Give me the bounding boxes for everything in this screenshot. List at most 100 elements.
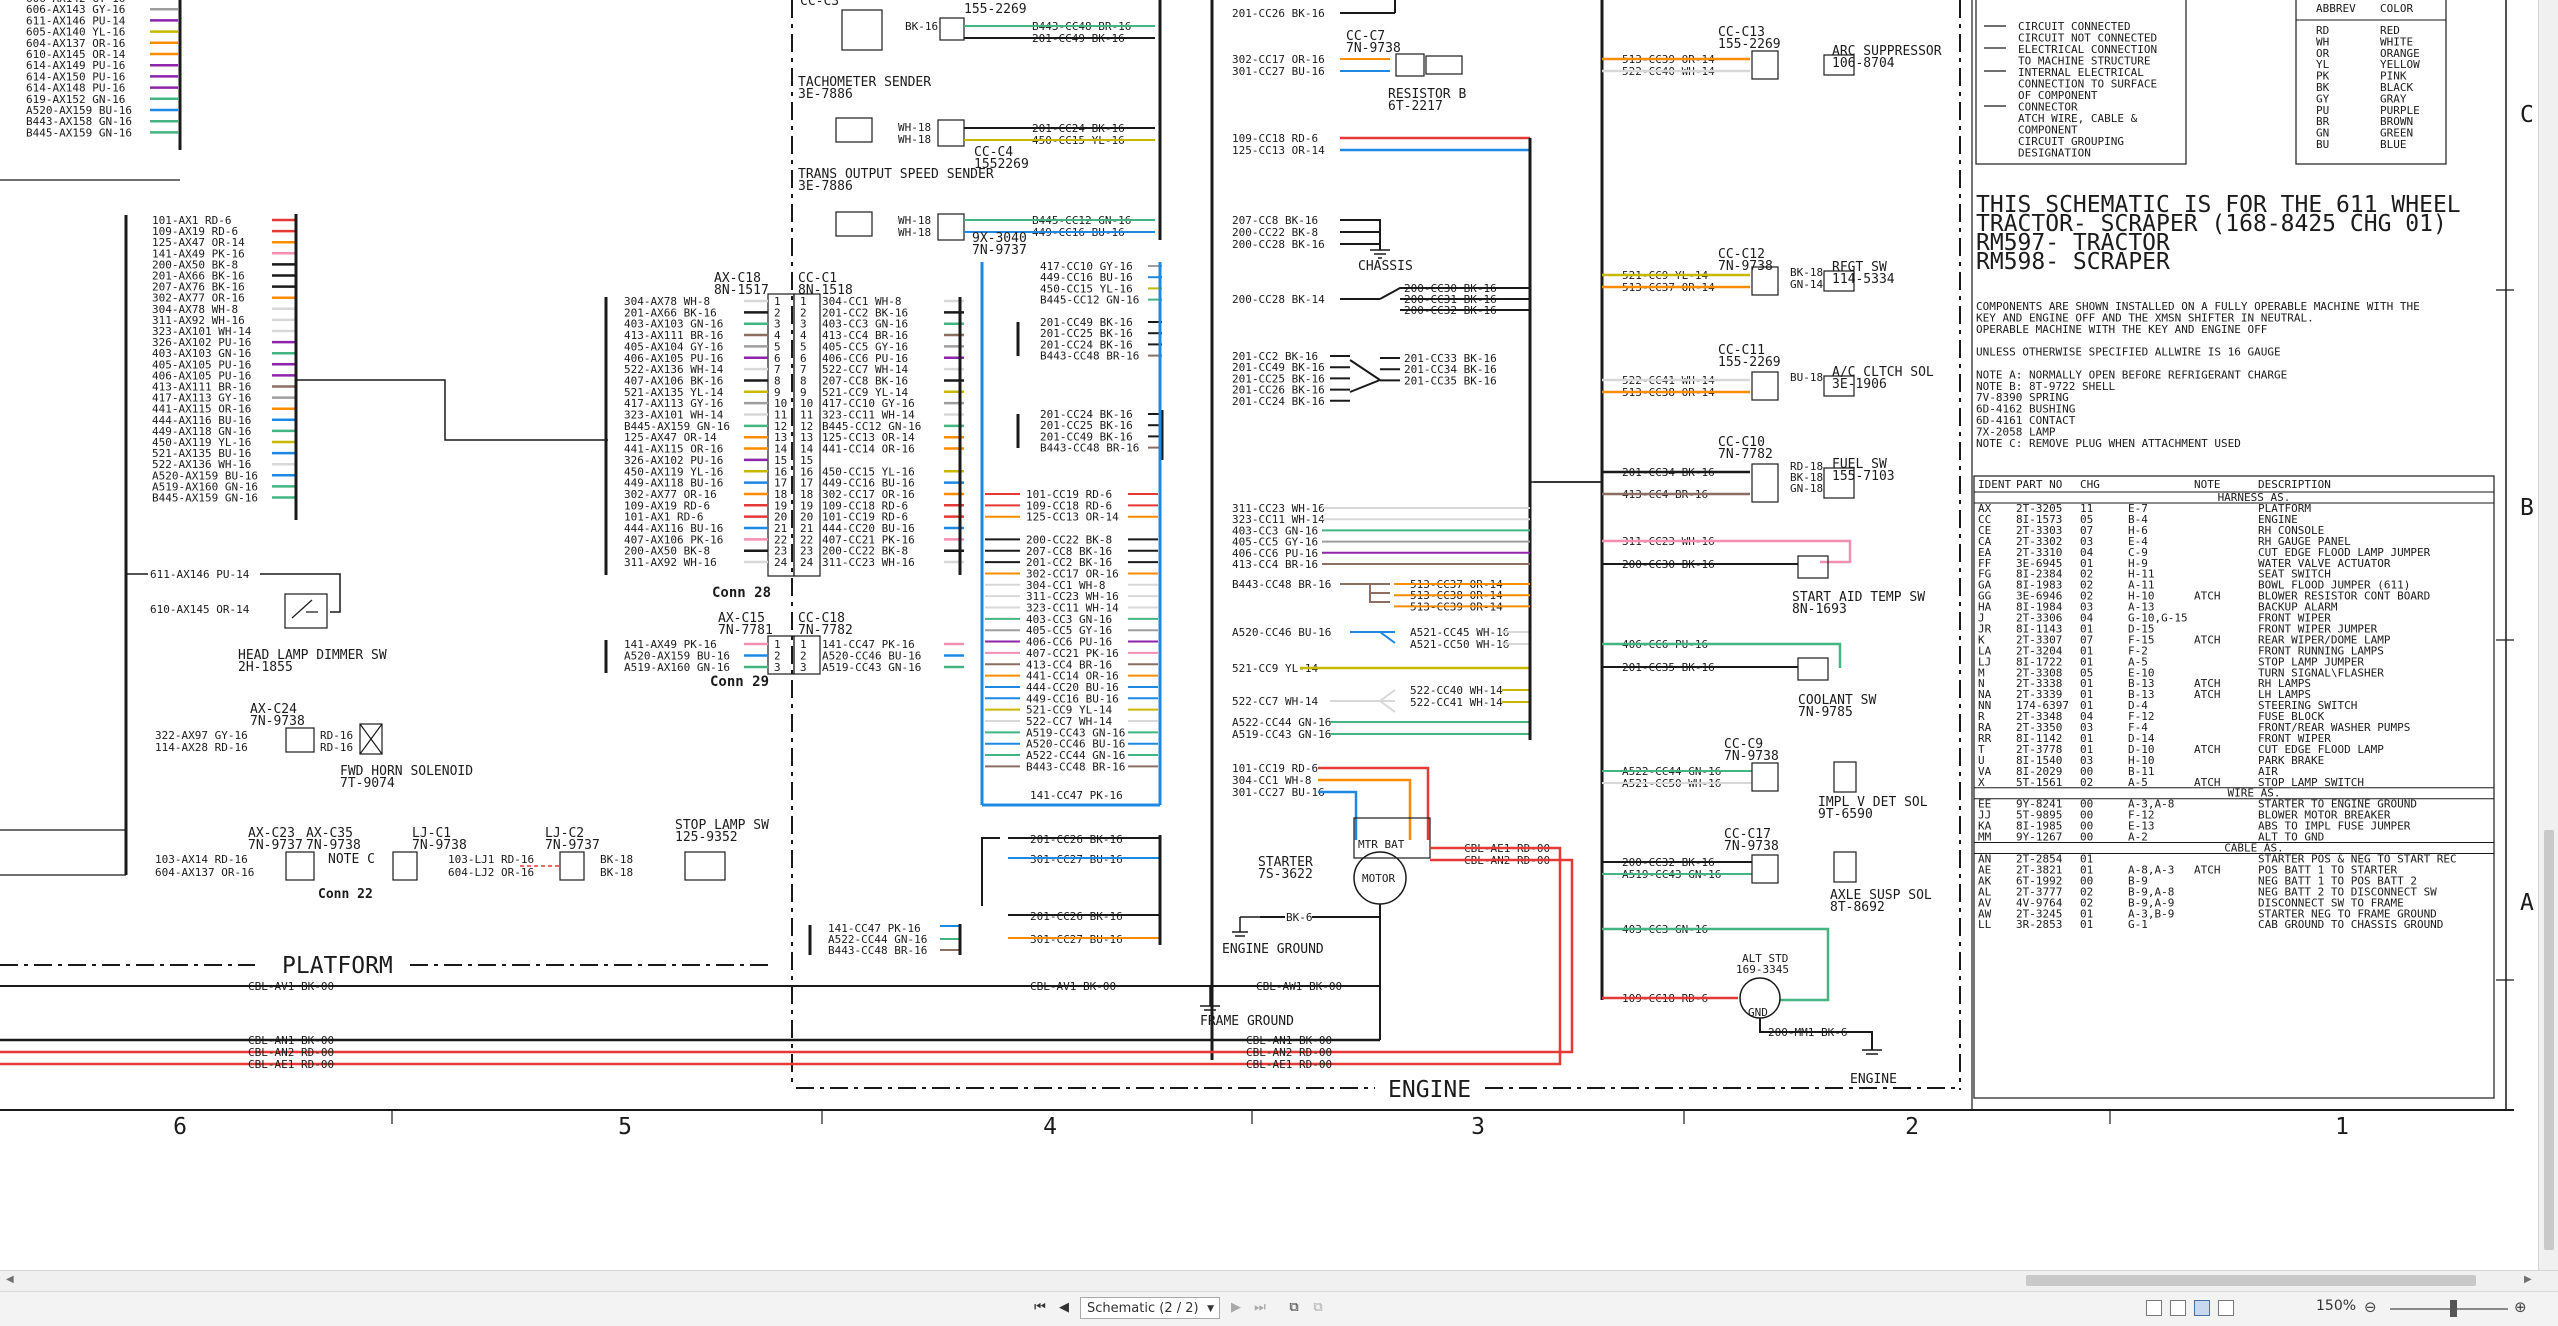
continuous-view-icon[interactable]: [2170, 1300, 2186, 1316]
schematic-note: 6D-4162 BUSHING: [1976, 403, 2075, 416]
table-cell: 2T-3778: [2016, 743, 2062, 756]
next-page-icon[interactable]: ▶: [1231, 1300, 1241, 1315]
table-cell: A-3,B-9: [2128, 907, 2174, 920]
table-cell: E-4: [2128, 535, 2148, 548]
table-cell: 9Y-1267: [2016, 831, 2062, 844]
pin-number: 19: [800, 499, 813, 512]
wire-label: A520-AX159 BU-16: [26, 104, 132, 117]
horizontal-scroll-thumb[interactable]: [2026, 1275, 2476, 1286]
table-cell: CAB GROUND TO CHASSIS GROUND: [2258, 918, 2443, 931]
wire-label: 323-CC11 WH-14: [1026, 602, 1119, 615]
legend-text: RD: [2316, 24, 2329, 37]
wire-label: 450-CC15 YL-16: [1040, 282, 1133, 295]
wire-label: B443-CC48 BR-16: [828, 944, 927, 957]
pin-number: 5: [800, 340, 807, 353]
pin-label: BU-18: [1790, 371, 1823, 384]
pin-label: BK-18: [1790, 471, 1823, 484]
table-cell: B-13: [2128, 677, 2155, 690]
table-cell: 6T-1992: [2016, 874, 2062, 887]
ground-wire: [1260, 904, 1381, 918]
wire-label: 405-AX104 GY-16: [624, 340, 723, 353]
single-page-view-icon[interactable]: [2146, 1300, 2162, 1316]
wire-label: 326-AX102 PU-16: [624, 454, 723, 467]
dimmer-wire: [260, 573, 341, 613]
column-number: 2: [1905, 1114, 1919, 1140]
legend-text: PK: [2316, 70, 2330, 83]
horizontal-scrollbar[interactable]: ◀ ▶: [0, 1270, 2558, 1291]
component-label: HEAD LAMP DIMMER SW: [238, 648, 387, 663]
component-label: IMPL V DET SOL: [1818, 795, 1928, 810]
legend-text: BU: [2316, 138, 2329, 151]
speed-connector: [937, 213, 965, 241]
zoom-in-icon[interactable]: ⊕: [2514, 1298, 2527, 1316]
connector-label: CC-C10: [1718, 435, 1765, 450]
splice-wires: [1349, 359, 1381, 393]
wire-label: 611-AX146 PU-14: [26, 14, 126, 27]
table-cell: J: [1978, 612, 1985, 625]
wire-label: 201-CC26 BK-16: [1232, 384, 1325, 397]
table-cell: 2T-3310: [2016, 546, 2062, 559]
wire-label: 141-AX49 PK-16: [152, 247, 245, 260]
first-page-icon[interactable]: ⏮: [1034, 1300, 1046, 1315]
component-label: ENGINE: [1850, 1072, 1897, 1087]
pin-number: 14: [800, 443, 814, 456]
wire-label: 406-CC6 PU-16: [1026, 636, 1112, 649]
table-cell: 01: [2080, 863, 2093, 876]
conn-29-left: [767, 635, 795, 675]
wire-label: 141-AX49 PK-16: [624, 638, 717, 651]
pin-number: 16: [800, 465, 813, 478]
table-cell: 8I-1722: [2016, 655, 2062, 668]
wire-label: 201-CC26 BK-16: [1232, 7, 1325, 20]
wire-label: 201-CC24 BK-16: [1232, 395, 1325, 408]
legend-text: BR: [2316, 115, 2330, 128]
table-cell: ATCH: [2194, 633, 2221, 646]
wire-label: A519-CC43 GN-16: [1232, 728, 1331, 741]
wire-label: 200-CC31 BK-16: [1404, 293, 1497, 306]
last-page-icon[interactable]: ⏭: [1254, 1300, 1266, 1315]
schematic-note: 6D-4161 CONTACT: [1976, 414, 2076, 427]
pin-number: 10: [774, 397, 787, 410]
wire-label: A522-CC44 GN-16: [828, 933, 927, 946]
wire-label: 413-AX111 BR-16: [624, 329, 723, 342]
table-cell: 8I-1142: [2016, 732, 2062, 745]
copy-page-icon[interactable]: ⧉: [1289, 1300, 1299, 1315]
pin-number: 16: [774, 465, 787, 478]
table-cell: 01: [2080, 677, 2093, 690]
alt-ground: [1759, 1018, 1873, 1050]
wire-label: A521-CC45 WH-16: [1410, 626, 1509, 639]
pin-number: 3: [774, 661, 781, 674]
page-select[interactable]: Schematic (2 / 2)▼: [1080, 1297, 1220, 1319]
table-cell: TURN SIGNAL\FLASHER: [2258, 666, 2384, 679]
engine-component: [1823, 375, 1855, 397]
two-page-continuous-view-icon[interactable]: [2218, 1300, 2234, 1316]
table-cell: STEERING SWITCH: [2258, 699, 2357, 712]
wire-label: B445-AX159 GN-16: [26, 126, 132, 139]
paste-page-icon[interactable]: ⧉: [1313, 1300, 1323, 1315]
zoom-slider[interactable]: [2390, 1308, 2508, 1310]
wire-label: 141-CC47 PK-16: [1030, 789, 1123, 802]
table-cell: LA: [1978, 644, 1992, 657]
vertical-scrollbar[interactable]: [2538, 0, 2558, 1270]
zoom-slider-thumb[interactable]: [2450, 1300, 2457, 1317]
component-label: FUEL SW: [1832, 457, 1887, 472]
wire-label: 302-AX77 OR-16: [152, 292, 245, 305]
pin-number: 13: [774, 431, 787, 444]
wire-label: 403-CC3 GN-16: [1232, 524, 1318, 537]
table-cell: R: [1978, 710, 1985, 723]
pin-number: 2: [800, 306, 807, 319]
table-cell: AIR: [2258, 765, 2278, 778]
pin-number: 4: [774, 329, 781, 342]
component-label: START AID TEMP SW: [1792, 590, 1925, 605]
splice-wires: [1330, 689, 1396, 713]
connector-label: 7N-7782: [1718, 447, 1773, 462]
wire-label: 200-AX50 BK-8: [624, 545, 710, 558]
vertical-scroll-thumb[interactable]: [2544, 830, 2554, 1250]
two-page-view-icon[interactable]: [2194, 1300, 2210, 1316]
previous-page-icon[interactable]: ◀: [1059, 1300, 1069, 1315]
scroll-left-icon[interactable]: ◀: [6, 1274, 14, 1285]
scroll-right-icon[interactable]: ▶: [2524, 1274, 2532, 1285]
zoom-out-icon[interactable]: ⊖: [2364, 1298, 2377, 1316]
table-cell: A-11: [2128, 579, 2155, 592]
pin-number: 7: [800, 363, 807, 376]
